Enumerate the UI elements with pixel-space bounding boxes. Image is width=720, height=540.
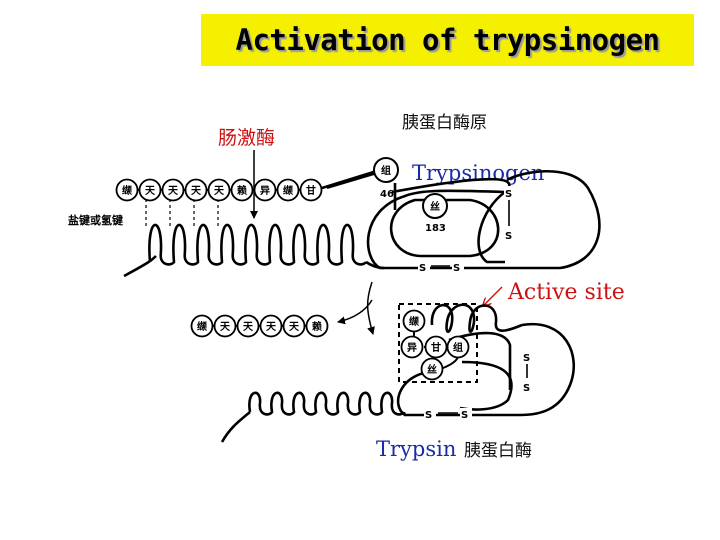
trypsin-inner-loop xyxy=(459,360,513,411)
helix-connector xyxy=(402,411,407,417)
trypsin-english-label: Trypsin xyxy=(376,437,456,461)
residue-label: 天 xyxy=(243,321,254,333)
his-46-label: 组 xyxy=(381,164,391,177)
active-site-loops xyxy=(430,303,523,334)
helix-path xyxy=(148,223,368,266)
residue-bead xyxy=(400,335,424,359)
residue-label: 天 xyxy=(289,321,300,333)
trypsinogen-chinese-label: 胰蛋白酶原 xyxy=(402,113,487,133)
disulfide-mask xyxy=(418,261,430,273)
residue-label: 天 xyxy=(220,321,231,333)
his-46-number: 46 xyxy=(380,189,394,200)
residue-label: 天 xyxy=(191,185,202,197)
salt-bridge-lines xyxy=(145,199,219,226)
residue-label: 赖 xyxy=(237,184,247,197)
active-site-arrow xyxy=(483,286,503,306)
disulfide-s-label: S xyxy=(425,410,432,421)
residue-bead xyxy=(253,178,277,202)
residue-bead xyxy=(115,178,139,202)
residue-bead xyxy=(420,357,444,381)
residue-bead xyxy=(207,178,231,202)
ser-183-number: 183 xyxy=(425,223,446,234)
residue-bead xyxy=(236,314,260,338)
residue-label: 异 xyxy=(407,342,417,354)
residue-bead xyxy=(305,314,329,338)
ser-183-residue xyxy=(422,193,448,219)
trypsin-active-site-residues: 缬异 甘组丝 xyxy=(400,309,470,381)
disulfide-mask xyxy=(460,408,472,420)
residue-label: 缬 xyxy=(122,184,132,197)
enteropeptidase-label: 肠激酶 xyxy=(218,127,275,149)
residue-bead xyxy=(276,178,300,202)
helix-connector xyxy=(365,260,385,270)
disulfide-mask xyxy=(504,186,514,198)
disulfide-s-label: S xyxy=(523,353,530,364)
disulfide-s-label: S xyxy=(453,263,460,274)
disulfide-mask xyxy=(424,408,436,420)
chain-bond xyxy=(413,331,459,369)
residue-label: 缬 xyxy=(409,315,419,328)
residue-bead xyxy=(190,314,214,338)
trypsin-chinese-label: 胰蛋白酶 xyxy=(464,441,532,461)
disulfide-s-label: S xyxy=(505,231,512,242)
disulfide-mask xyxy=(452,261,464,273)
disulfide-mask xyxy=(522,380,532,392)
page-title: Activation of trypsinogen xyxy=(235,23,661,57)
trypsinogen-helix-coils xyxy=(148,223,385,270)
residue-label: 天 xyxy=(214,185,225,197)
residue-bead xyxy=(402,309,426,333)
residue-bead xyxy=(259,314,283,338)
disulfide-s-label: S xyxy=(461,410,468,421)
residue-label: 组 xyxy=(453,341,463,354)
residue-label: 异 xyxy=(260,185,270,197)
disulfide-s-label: S xyxy=(419,263,426,274)
salt-bridge-label: 盐键或氢键 xyxy=(68,213,124,227)
residue-bead xyxy=(424,335,448,359)
trypsinogen-inner-loop xyxy=(389,198,500,258)
disulfide-mask xyxy=(504,228,514,240)
disulfide-s-label: S xyxy=(505,189,512,200)
residue-label: 甘 xyxy=(306,184,316,197)
residue-label: 赖 xyxy=(312,320,322,333)
his-46-residue xyxy=(373,157,399,183)
activation-arrow xyxy=(366,281,375,335)
ser-183-label: 丝 xyxy=(430,200,440,213)
residue-label: 甘 xyxy=(431,341,441,354)
trypsin-helix-coils xyxy=(248,391,407,417)
trypsinogen-backbone xyxy=(321,168,601,270)
helix-path xyxy=(248,391,406,416)
residue-bead xyxy=(184,178,208,202)
disulfide-mask xyxy=(522,350,532,362)
residue-bead xyxy=(230,178,254,202)
residue-label: 缬 xyxy=(283,184,293,197)
residue-bead xyxy=(161,178,185,202)
residue-bead xyxy=(282,314,306,338)
released-hexapeptide-chain: 缬天天天天赖 xyxy=(190,314,329,338)
residue-bead xyxy=(213,314,237,338)
trypsinogen-helix xyxy=(123,255,157,278)
active-site-box xyxy=(398,303,478,383)
active-site-label: Active site xyxy=(507,280,625,305)
residue-bead xyxy=(299,178,323,202)
residue-label: 天 xyxy=(145,185,156,197)
hexapeptide-release-arrow xyxy=(337,299,373,325)
trypsinogen-n-terminal-chain: 缬天天天天赖异缬甘 xyxy=(115,173,375,202)
residue-bead xyxy=(138,178,162,202)
trypsin-tail xyxy=(220,411,251,443)
residue-label: 天 xyxy=(266,321,277,333)
residue-label: 丝 xyxy=(427,363,437,376)
residue-label: 缬 xyxy=(197,320,207,333)
residue-bead xyxy=(446,335,470,359)
disulfide-s-label: S xyxy=(523,383,530,394)
residue-label: 天 xyxy=(168,185,179,197)
title-banner: Activation of trypsinogen xyxy=(201,14,694,66)
chain-bond xyxy=(326,173,375,189)
